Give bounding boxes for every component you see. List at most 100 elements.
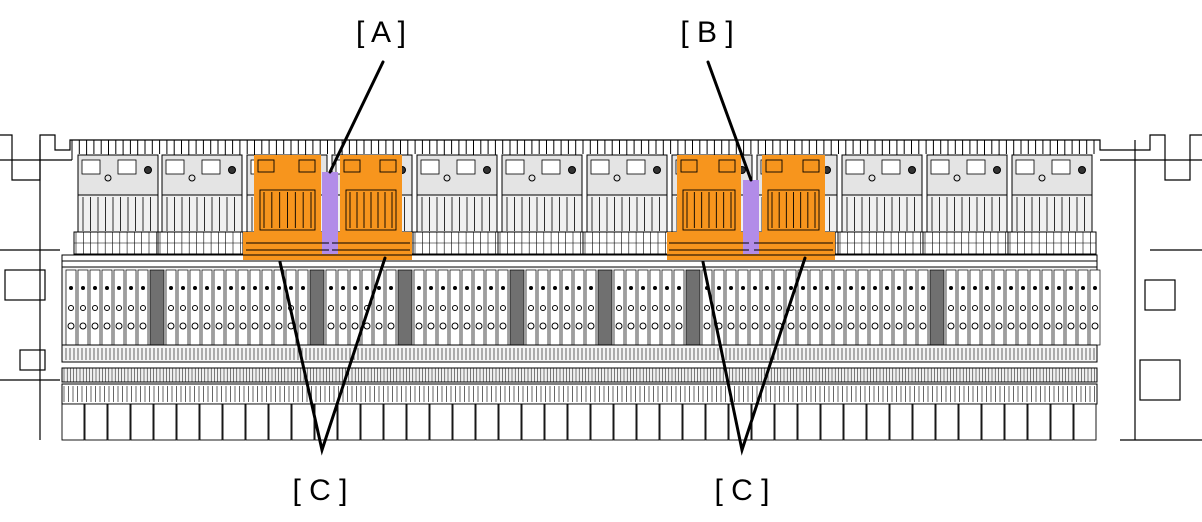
board-card	[1005, 269, 1017, 346]
board-card	[549, 269, 561, 346]
board-card	[797, 269, 809, 346]
board-card	[525, 269, 537, 346]
board-card	[981, 269, 993, 346]
board-card	[929, 269, 945, 346]
board-card	[625, 269, 637, 346]
board-card	[177, 269, 189, 346]
head-module	[582, 154, 672, 255]
leader-a	[328, 60, 385, 174]
board-card	[673, 269, 685, 346]
head-module	[412, 154, 502, 255]
board-card	[749, 269, 761, 346]
highlight-c-8	[752, 232, 835, 260]
board-card	[425, 269, 437, 346]
board-card	[65, 269, 77, 346]
board-card	[1089, 269, 1101, 346]
highlight-b	[743, 180, 759, 254]
leader-b	[706, 60, 753, 182]
head-modules	[73, 154, 1097, 255]
board-card	[1017, 269, 1029, 346]
board-card	[1041, 269, 1053, 346]
board-card	[397, 269, 413, 346]
board-card	[437, 269, 449, 346]
board-card	[585, 269, 597, 346]
board-card	[957, 269, 969, 346]
board-card	[845, 269, 857, 346]
board-card	[201, 269, 213, 346]
board-card	[473, 269, 485, 346]
board-card	[725, 269, 737, 346]
board-card	[561, 269, 573, 346]
board-card	[905, 269, 917, 346]
head-module	[1007, 154, 1097, 255]
board-card	[309, 269, 325, 346]
head-module	[922, 154, 1012, 255]
board-card	[945, 269, 957, 346]
board-card	[89, 269, 101, 346]
highlight-c-2	[243, 232, 333, 260]
board-card	[273, 269, 285, 346]
unit-frame	[0, 134, 1202, 441]
label-a: [ A ]	[356, 16, 406, 49]
board-card	[881, 269, 893, 346]
board-card	[349, 269, 361, 346]
board-card	[597, 269, 613, 346]
board-card	[537, 269, 549, 346]
board-card	[337, 269, 349, 346]
board-card	[613, 269, 625, 346]
board-card	[497, 269, 509, 346]
board-card	[917, 269, 929, 346]
highlight-c-6	[667, 232, 752, 260]
board-card	[101, 269, 113, 346]
board-card	[297, 269, 309, 346]
leader-c-left	[278, 256, 387, 456]
head-module	[73, 154, 163, 255]
head-module	[497, 154, 587, 255]
highlight-a	[322, 172, 338, 254]
board-card	[461, 269, 473, 346]
board-card	[125, 269, 137, 346]
module-overlay-lines	[246, 159, 833, 251]
head-module	[837, 154, 927, 255]
board-card	[661, 269, 673, 346]
board-card	[993, 269, 1005, 346]
board-card	[857, 269, 869, 346]
board-card	[373, 269, 385, 346]
board-card	[833, 269, 845, 346]
board-card	[893, 269, 905, 346]
board-card	[1065, 269, 1077, 346]
rail-bar	[61, 254, 1098, 268]
head-module	[157, 154, 247, 255]
board-card	[509, 269, 525, 346]
board-card	[189, 269, 201, 346]
board-card	[213, 269, 225, 346]
board-card	[385, 269, 397, 346]
board-card	[869, 269, 881, 346]
board-card	[325, 269, 337, 346]
label-c-right: [ C ]	[714, 474, 769, 507]
leader-c-right	[701, 256, 807, 456]
board-card	[165, 269, 177, 346]
board-card	[113, 269, 125, 346]
board-card	[249, 269, 261, 346]
board-card	[637, 269, 649, 346]
board-card	[573, 269, 585, 346]
board-card	[1077, 269, 1089, 346]
bottom-connectors	[61, 367, 1098, 441]
highlight-c-4	[330, 232, 412, 260]
board-card	[1053, 269, 1065, 346]
board-card	[77, 269, 89, 346]
board-card	[361, 269, 373, 346]
board-card	[237, 269, 249, 346]
board-card	[821, 269, 833, 346]
board-card	[761, 269, 773, 346]
board-card	[685, 269, 701, 346]
board-card	[1029, 269, 1041, 346]
board-array	[61, 266, 1101, 363]
label-c-left: [ C ]	[292, 474, 347, 507]
board-card	[485, 269, 497, 346]
board-card	[737, 269, 749, 346]
board-card	[225, 269, 237, 346]
board-card	[649, 269, 661, 346]
